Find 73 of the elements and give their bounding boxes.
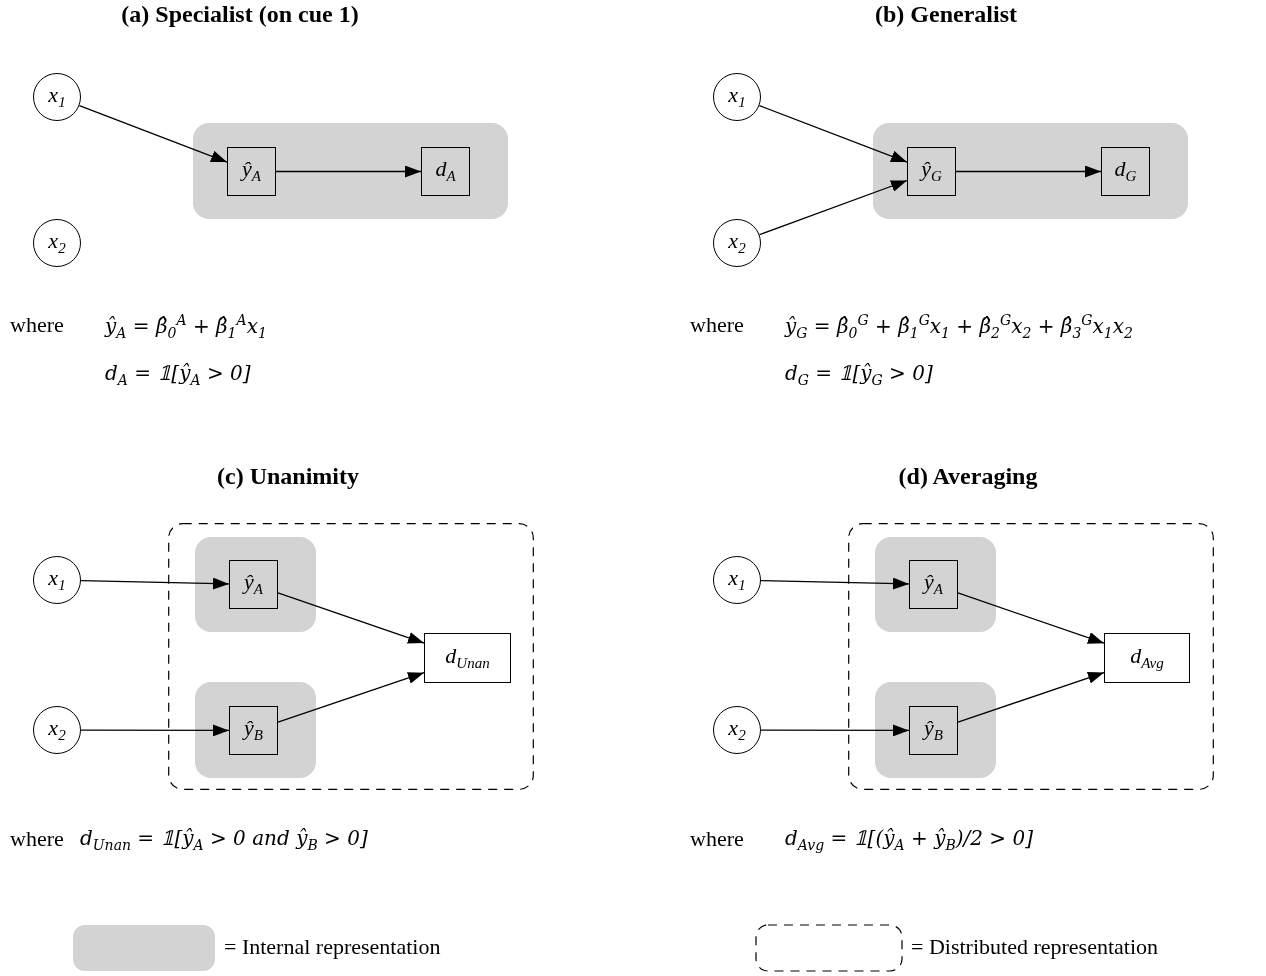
variable-label: x$_{1}$	[728, 83, 746, 111]
variable-label: ŷ$_{A}$	[242, 158, 261, 185]
arrow	[957, 592, 1105, 644]
where-text: where	[690, 826, 744, 853]
input-circle	[713, 556, 761, 604]
input-circle	[33, 219, 81, 267]
distributed-representation-box	[168, 523, 534, 790]
variable-label: x$_{2}$	[728, 229, 746, 257]
variable-label: x$_{1}$	[48, 83, 66, 111]
input-circle	[713, 219, 761, 267]
input-circle	[713, 706, 761, 754]
arrow	[955, 165, 1102, 178]
formula: d$_{Avg}$ = 𝟙[(ŷ$_{A}$ + ŷ$_{B}$)/2 > 0]	[785, 826, 1033, 854]
arrow	[760, 724, 910, 737]
panel-title: (b) Generalist	[875, 0, 1017, 29]
arrow	[275, 165, 422, 178]
internal-representation-band	[195, 682, 316, 778]
variable-label: ŷ$_{G}$	[921, 158, 942, 185]
arrow	[758, 104, 908, 163]
legend-label: = Internal representation	[224, 934, 441, 960]
variable-box	[907, 147, 956, 196]
panel-title: (c) Unanimity	[217, 462, 359, 491]
variable-label: d$_{Unan}$	[445, 644, 490, 672]
variable-label: x$_{2}$	[48, 716, 66, 744]
internal-representation-band	[873, 123, 1188, 219]
formula: d$_{G}$ = 𝟙[ŷ$_{G}$ > 0]	[785, 361, 933, 389]
formula: d$_{Unan}$ = 𝟙[ŷ$_{A}$ > 0 and ŷ$_{B}$ > 0]	[80, 826, 368, 854]
variable-label: x$_{2}$	[728, 716, 746, 744]
arrow	[80, 724, 230, 737]
formula: ŷ$_{A}$ = β̂$_{0}$$^{A}$ + β̂$_{1}$$^{A}$x$_{1}$	[105, 312, 267, 342]
distributed-representation-box	[848, 523, 1214, 790]
variable-label: d$_{A}$	[435, 158, 456, 185]
legend-label: = Distributed representation	[911, 934, 1158, 960]
variable-label: d$_{G}$	[1114, 158, 1137, 185]
internal-representation-band	[875, 682, 996, 778]
variable-label: ŷ$_{A}$	[244, 571, 263, 598]
variable-box	[1104, 633, 1190, 683]
formula: d$_{A}$ = 𝟙[ŷ$_{A}$ > 0]	[105, 361, 251, 389]
arrow	[80, 577, 230, 590]
input-circle	[33, 706, 81, 754]
variable-label: ŷ$_{B}$	[924, 717, 943, 744]
arrow	[758, 179, 908, 236]
where-text: where	[690, 312, 744, 339]
variable-label: ŷ$_{A}$	[924, 571, 943, 598]
internal-representation-band	[875, 537, 996, 632]
variable-label: ŷ$_{B}$	[244, 717, 263, 744]
variable-box	[909, 706, 958, 755]
variable-label: x$_{1}$	[48, 566, 66, 594]
input-circle	[713, 73, 761, 121]
arrow	[277, 592, 425, 644]
variable-label: x$_{1}$	[728, 566, 746, 594]
panel-title: (d) Averaging	[898, 462, 1038, 491]
variable-box	[424, 633, 511, 683]
arrow	[957, 671, 1105, 723]
arrow	[760, 577, 910, 590]
variable-box	[421, 147, 470, 196]
variable-label: x$_{2}$	[48, 229, 66, 257]
formula: ŷ$_{G}$ = β̂$_{0}$$^{G}$ + β̂$_{1}$$^{G}$x$_{1}$ + β̂$_{2}$$^{G}$x$_{2}$ + β̂$_{3}$$^{G}$x$_{1}$x$_{2}$	[785, 312, 1133, 342]
variable-box	[1101, 147, 1150, 196]
where-text: where	[10, 826, 64, 853]
variable-box	[229, 560, 278, 609]
where-text: where	[10, 312, 64, 339]
panel-title: (a) Specialist (on cue 1)	[121, 0, 359, 29]
arrow	[78, 104, 228, 163]
input-circle	[33, 73, 81, 121]
internal-representation-band	[193, 123, 508, 219]
variable-box	[909, 560, 958, 609]
variable-box	[229, 706, 278, 755]
arrow	[277, 672, 425, 723]
variable-box	[227, 147, 276, 196]
internal-representation-band	[195, 537, 316, 632]
variable-label: d$_{Avg}$	[1130, 644, 1164, 672]
input-circle	[33, 556, 81, 604]
